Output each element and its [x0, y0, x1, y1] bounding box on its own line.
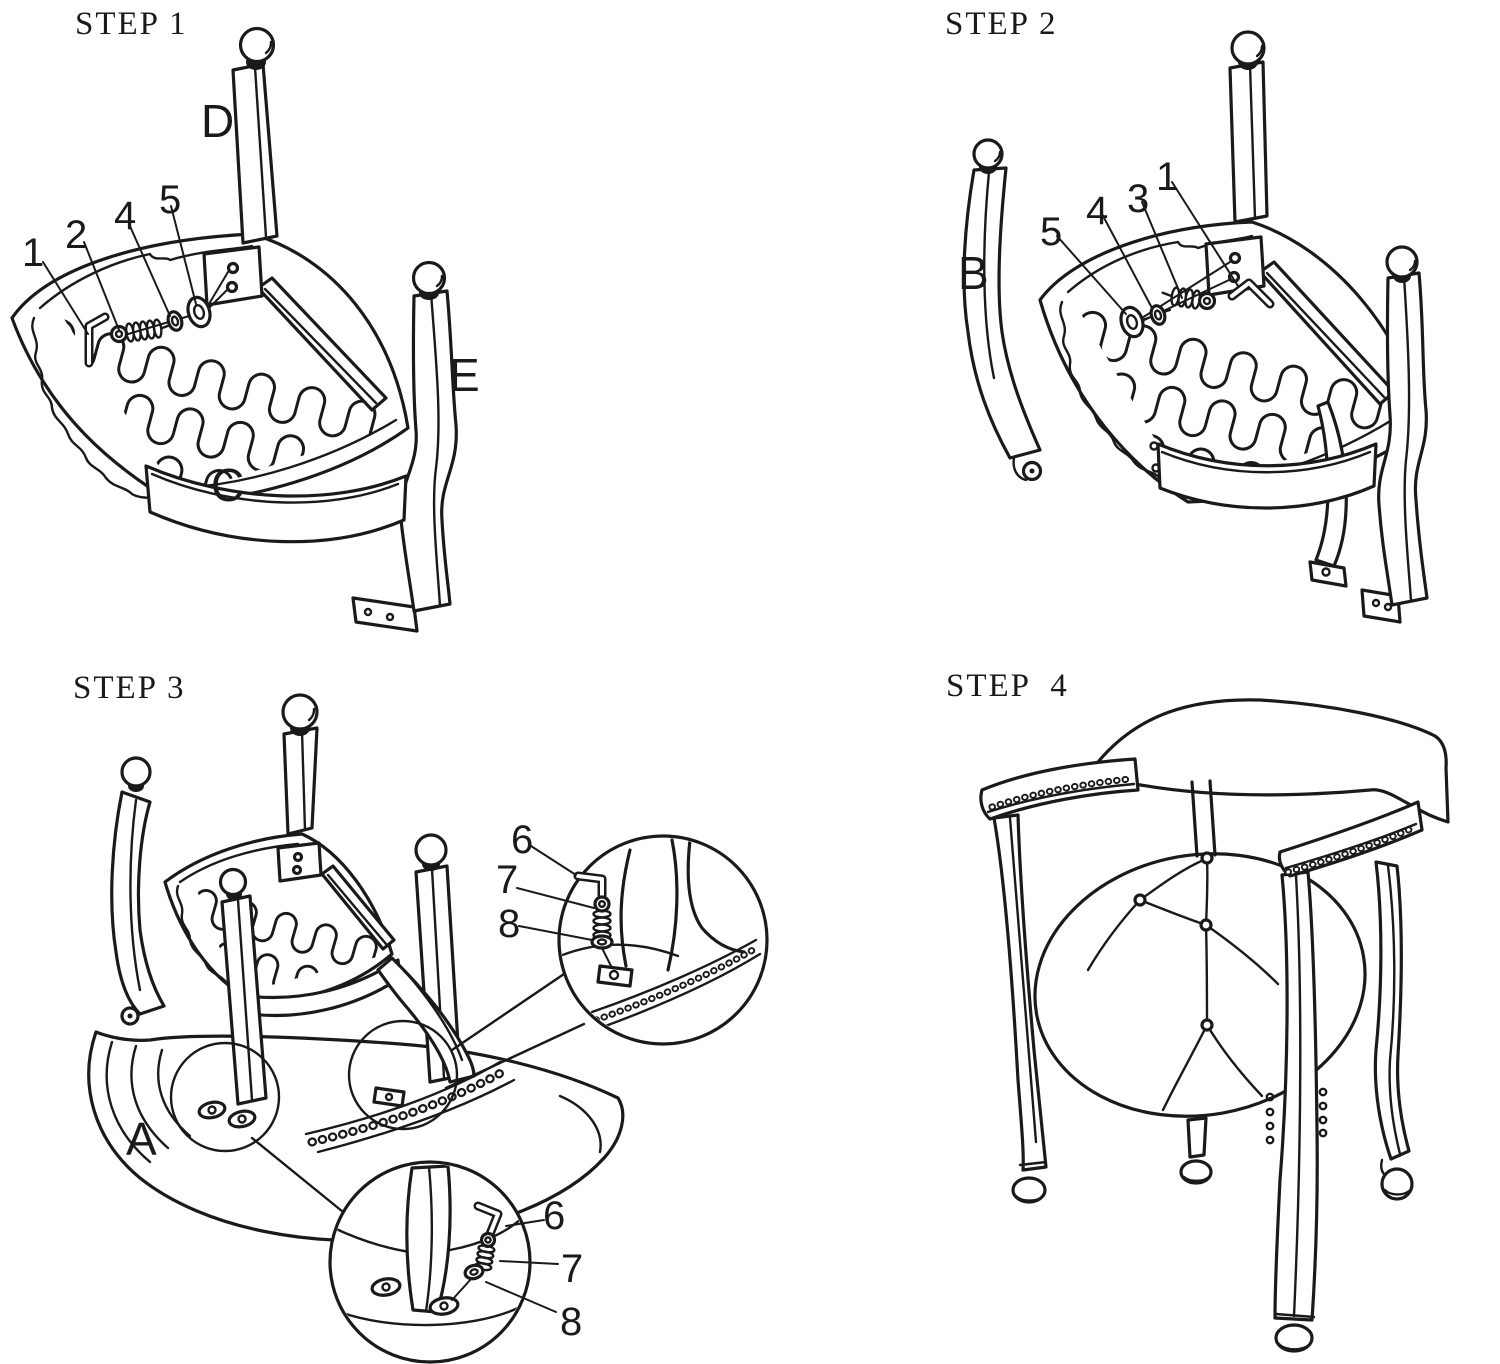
- front-band: [1149, 441, 1378, 510]
- spring-screw-icon: [474, 1231, 497, 1272]
- step2-illustration: [962, 30, 1429, 624]
- seat-frame: [10, 232, 410, 504]
- spring-screw-icon: [592, 895, 612, 940]
- chair-back: [1096, 698, 1450, 824]
- leg-d: [231, 26, 279, 245]
- leader-lines: [516, 845, 595, 941]
- allen-key-icon: [1227, 278, 1275, 309]
- step2-title: STEP 2: [945, 6, 1058, 42]
- leg-e: [351, 260, 458, 633]
- leg-post-top: [281, 693, 319, 836]
- magnifier-connectors: [250, 972, 586, 1218]
- tufting-seams: [1086, 856, 1280, 1112]
- base-attachment-points: [169, 1019, 459, 1153]
- part-label-b: B: [958, 247, 989, 299]
- washer-small-icon: [1149, 304, 1167, 326]
- step1-callout-5: 5: [159, 178, 182, 222]
- leader-lines: [1056, 181, 1239, 315]
- step4-title: STEP 4: [946, 668, 1069, 704]
- spring-screw-icon: [1161, 286, 1217, 311]
- right-arm-and-leg: [1273, 800, 1424, 1353]
- tufting-buttons: [1133, 851, 1214, 1032]
- step3-top-callout-6: 6: [511, 818, 534, 862]
- leg-back-right-caster: [1373, 860, 1414, 1201]
- panel-c: [144, 464, 408, 544]
- step3-title: STEP 3: [73, 670, 186, 706]
- part-label-c: C: [211, 459, 245, 511]
- step3-top-callout-8: 8: [498, 902, 521, 946]
- step3-bottom-callout-7: 7: [561, 1247, 584, 1291]
- allen-key-icon: [84, 312, 110, 368]
- step2-callout-5: 5: [1040, 210, 1063, 254]
- step1-callout-1: 1: [22, 231, 45, 275]
- washer-small-icon: [166, 310, 184, 332]
- side-rail: [320, 864, 396, 951]
- allen-key-icon: [573, 871, 607, 901]
- part-label-a: A: [126, 1113, 157, 1165]
- step3-bottom-callout-6: 6: [543, 1194, 566, 1238]
- washer-icon: [590, 934, 614, 969]
- step3-top-callout-7: 7: [496, 858, 519, 902]
- step1-callout-2: 2: [65, 213, 88, 257]
- step2-callout-1: 1: [1156, 155, 1179, 199]
- leader-lines: [485, 1219, 559, 1313]
- step2-callout-3: 3: [1127, 177, 1150, 221]
- step3-illustration: [87, 693, 769, 1364]
- step1-callout-4: 4: [114, 194, 137, 238]
- chair-assembly: [110, 693, 476, 1106]
- leg-b: [962, 138, 1043, 482]
- corner-bracket: [202, 245, 264, 314]
- step3-bottom-callout-8: 8: [560, 1300, 583, 1344]
- detail-circle-bottom: [328, 1160, 559, 1364]
- step4-illustration: [979, 698, 1450, 1353]
- back-supports: [1190, 779, 1217, 858]
- leg-back-right: [1228, 30, 1269, 224]
- leg-front-right: [1360, 245, 1429, 624]
- step2-callout-4: 4: [1086, 189, 1109, 233]
- corner-bracket: [276, 841, 323, 883]
- side-rail: [256, 276, 388, 412]
- leader-lines: [42, 205, 197, 335]
- hardware-row: [1119, 278, 1275, 339]
- left-arm-and-leg: [979, 757, 1140, 1204]
- step1-illustration: [10, 26, 458, 633]
- leg-back-left: [110, 756, 166, 1026]
- part-label-e: E: [449, 349, 480, 401]
- step1-title: STEP 1: [75, 6, 188, 42]
- detail-circle-top: [516, 834, 769, 1046]
- washer-icon: [451, 1263, 485, 1301]
- middle-front-leg: [1179, 1116, 1213, 1185]
- seat-cushion: [1011, 851, 1367, 1145]
- allen-key-icon: [473, 1201, 503, 1239]
- part-label-d: D: [201, 95, 235, 147]
